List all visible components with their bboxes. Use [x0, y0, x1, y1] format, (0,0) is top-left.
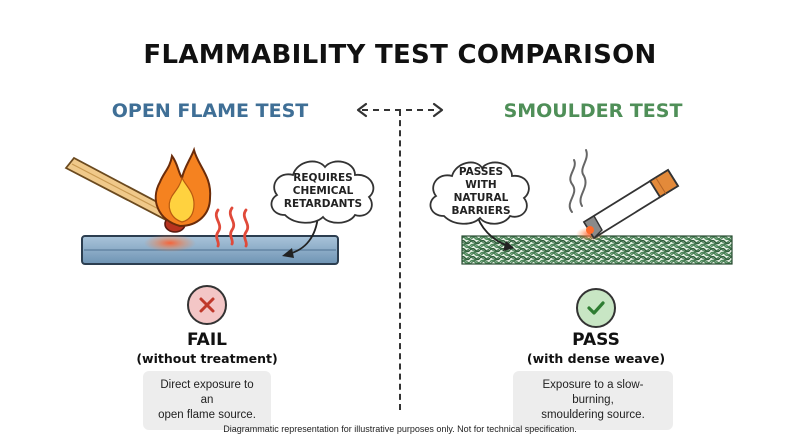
cigarette-icon [582, 168, 680, 240]
note-line: Exposure to a slow-burning, [542, 379, 644, 406]
note-line: Direct exposure to an [160, 379, 254, 406]
smoke-icon [568, 149, 588, 213]
open-flame-note: Direct exposure to an open flame source. [143, 371, 271, 430]
retardants-callout-text: REQUIRES CHEMICAL RETARDANTS [283, 171, 363, 210]
retardants-callout: REQUIRES CHEMICAL RETARDANTS [263, 153, 383, 229]
center-divider [399, 110, 401, 410]
flame-icon [154, 146, 212, 228]
fail-detail: (without treatment) [136, 351, 278, 366]
note-line: open flame source. [158, 409, 256, 421]
heat-waves-icon [214, 206, 250, 248]
open-flame-heading: OPEN FLAME TEST [111, 100, 309, 122]
pass-label: PASS [572, 330, 620, 350]
thought-cloud-shape [270, 160, 375, 224]
smoulder-heading: SMOULDER TEST [503, 100, 683, 122]
treated-fabric-strip [81, 234, 339, 265]
note-line: smouldering source. [541, 409, 645, 421]
pass-detail: (with dense weave) [526, 351, 666, 366]
fail-label: FAIL [187, 330, 227, 350]
x-circle-icon [187, 285, 227, 325]
page-title: FLAMMABILITY TEST COMPARISON [143, 40, 657, 70]
check-circle-icon [576, 288, 616, 328]
footer-disclaimer: Diagrammatic representation for illustra… [223, 424, 577, 434]
barriers-callout-text: PASSES WITH NATURAL BARRIERS [451, 166, 511, 217]
barriers-callout: PASSES WITH NATURAL BARRIERS [424, 154, 538, 230]
thought-cloud-shape [429, 161, 530, 225]
smoulder-note: Exposure to a slow-burning, smouldering … [513, 371, 673, 430]
